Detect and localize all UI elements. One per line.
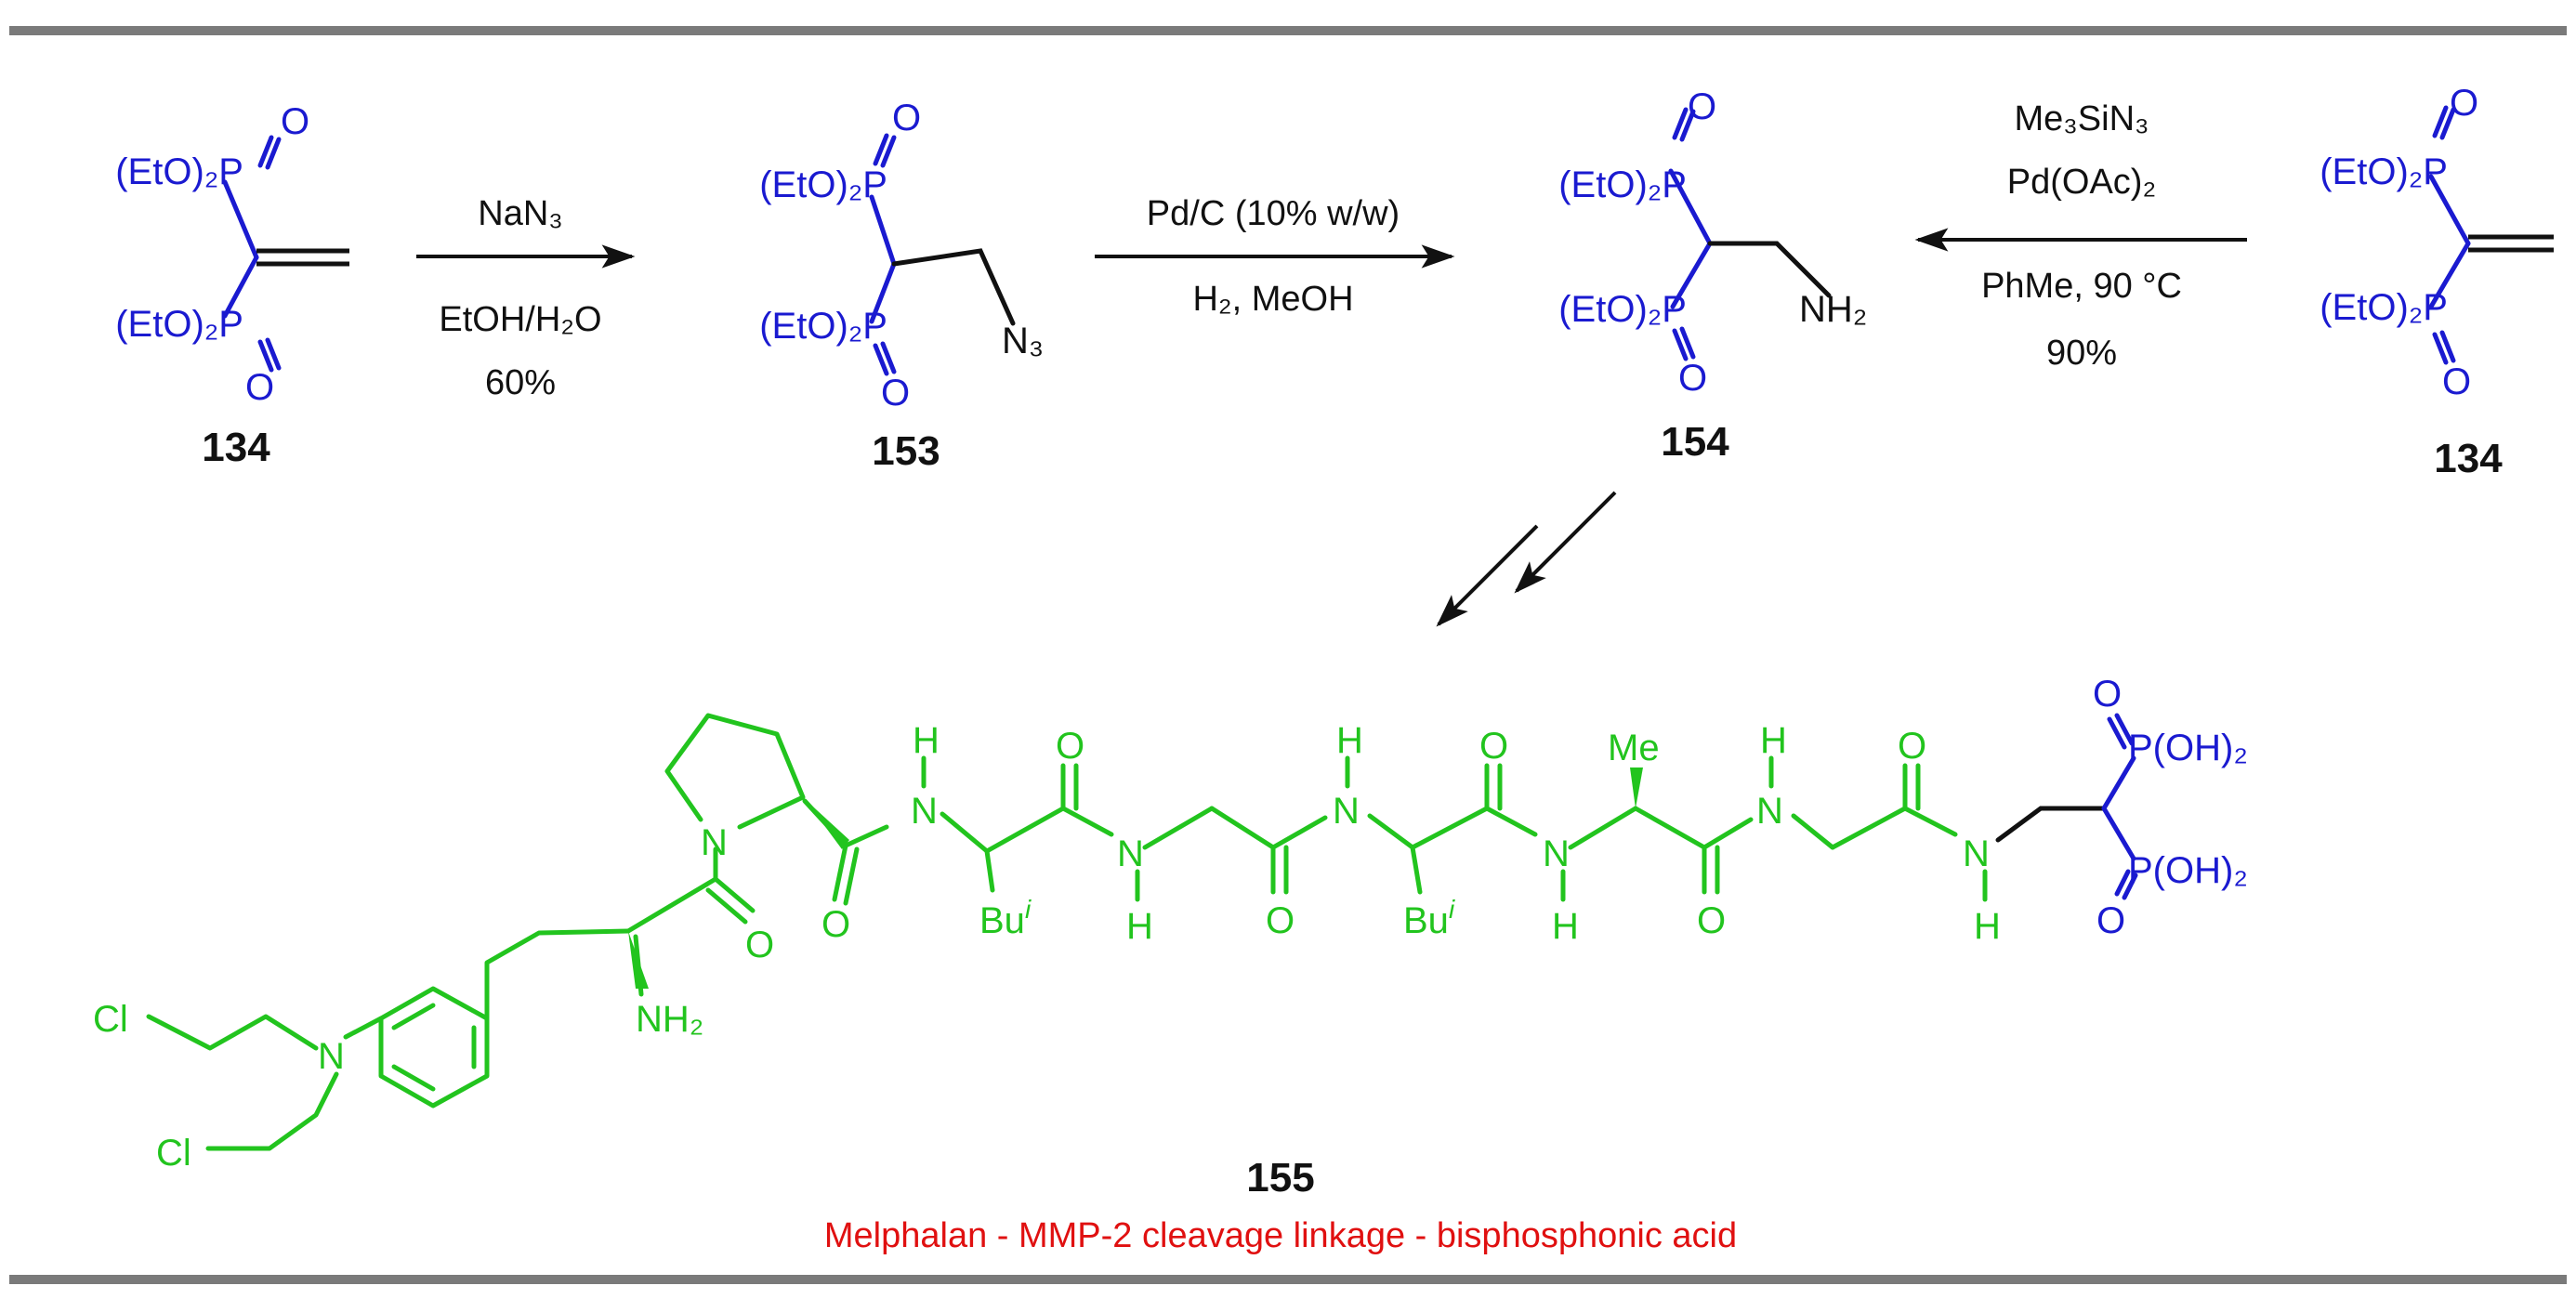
compound-id: 134 xyxy=(2434,436,2503,481)
amide-h-label: H xyxy=(1126,906,1153,947)
nitrogen-label: N xyxy=(1117,833,1144,874)
oxo-label: O xyxy=(2096,900,2125,941)
yield-label: 90% xyxy=(2046,334,2117,373)
yield-label: 60% xyxy=(485,363,556,402)
nitrogen-label: N xyxy=(911,791,938,832)
compound-id: 155 xyxy=(1246,1155,1314,1200)
phosphonate-group-label: (EtO)₂P xyxy=(2320,287,2448,328)
compound-id: 153 xyxy=(872,428,940,474)
phosphonate-group-label: (EtO)₂P xyxy=(115,304,243,345)
oxo-label: O xyxy=(821,904,850,945)
oxo-label: O xyxy=(1898,726,1926,767)
phosphonate-group-label: (EtO)₂P xyxy=(115,151,243,192)
compound-caption: Melphalan - MMP-2 cleavage linkage - bis… xyxy=(824,1216,1737,1255)
amide-h-label: H xyxy=(913,720,940,761)
phosphonic-acid-label: P(OH)₂ xyxy=(2128,728,2248,768)
amino-label: NH₂ xyxy=(636,999,703,1040)
oxo-label: O xyxy=(2442,361,2471,402)
compound-153: O (EtO)₂P (EtO)₂P O N₃ 153 xyxy=(759,98,1044,474)
nitrogen-label: N xyxy=(701,822,728,863)
isobutyl-label: Bui xyxy=(1403,895,1455,941)
oxo-label: O xyxy=(1266,900,1295,941)
catalyst-label: Pd/C (10% w/w) xyxy=(1147,194,1400,233)
compound-id: 154 xyxy=(1661,419,1729,465)
conditions-label: PhMe, 90 °C xyxy=(1981,267,2182,306)
amide-h-label: H xyxy=(1760,720,1787,761)
reagent-label: NaN₃ xyxy=(478,194,563,233)
oxo-label: O xyxy=(281,101,309,142)
amide-h-label: H xyxy=(1336,720,1363,761)
oxo-label: O xyxy=(1678,358,1707,399)
amide-h-label: H xyxy=(1974,906,2001,947)
compound-154: O (EtO)₂P (EtO)₂P O NH₂ 154 xyxy=(1558,86,1867,465)
oxo-label: O xyxy=(2450,83,2478,124)
nitrogen-label: N xyxy=(1963,833,1990,874)
nitrogen-label: N xyxy=(1756,791,1783,832)
oxo-label: O xyxy=(892,98,921,138)
methyl-label: Me xyxy=(1608,728,1660,768)
phosphonic-acid-label: P(OH)₂ xyxy=(2128,850,2248,891)
amine-label: NH₂ xyxy=(1799,289,1867,330)
oxo-label: O xyxy=(1056,726,1084,767)
solvent-label: EtOH/H₂O xyxy=(439,300,601,339)
oxo-label: O xyxy=(881,373,910,413)
reagent-label: Me₃SiN₃ xyxy=(2015,99,2149,138)
phosphonate-group-label: (EtO)₂P xyxy=(1558,289,1687,330)
oxo-label: O xyxy=(1688,86,1716,127)
compound-134-left: O (EtO)₂P (EtO)₂P O 134 xyxy=(115,101,349,470)
chloro-label: Cl xyxy=(93,999,128,1040)
azide-label: N₃ xyxy=(1002,321,1044,361)
phosphonate-group-label: (EtO)₂P xyxy=(2320,151,2448,192)
oxo-label: O xyxy=(745,925,774,965)
oxo-label: O xyxy=(245,367,274,408)
oxo-label: O xyxy=(2093,674,2122,715)
nitrogen-label: N xyxy=(1333,791,1360,832)
nitrogen-label: N xyxy=(318,1036,345,1077)
phosphonate-group-label: (EtO)₂P xyxy=(759,306,887,347)
isobutyl-label: Bui xyxy=(979,895,1032,941)
amide-h-label: H xyxy=(1552,906,1579,947)
conditions-label: H₂, MeOH xyxy=(1192,280,1353,319)
oxo-label: O xyxy=(1479,726,1508,767)
nitrogen-label: N xyxy=(1543,833,1570,874)
multistep-arrow xyxy=(1436,491,1617,627)
compound-id: 134 xyxy=(202,425,270,470)
top-rule xyxy=(9,26,2567,35)
compound-155: Cl Cl N NH₂ O N O H N Bui O N H O H N Bu… xyxy=(93,674,2248,1255)
phosphonate-group-label: (EtO)₂P xyxy=(1558,164,1687,205)
compound-134-right: O (EtO)₂P (EtO)₂P O 134 xyxy=(2320,83,2554,481)
phosphonate-group-label: (EtO)₂P xyxy=(759,164,887,205)
chloro-label: Cl xyxy=(156,1133,191,1174)
oxo-label: O xyxy=(1697,900,1726,941)
bottom-rule xyxy=(9,1275,2567,1284)
catalyst-label: Pd(OAc)₂ xyxy=(2007,163,2156,202)
